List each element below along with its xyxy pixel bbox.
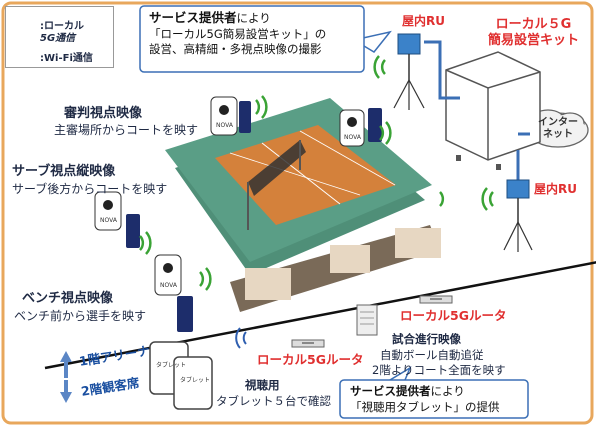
court-surface xyxy=(215,125,396,225)
up-arrow-icon xyxy=(60,351,72,378)
callout-top-text: サービス提供者により 「ローカル5G簡易設営キット」の 設営、高精細・多視点映像… xyxy=(149,10,326,58)
tracking-camera-device xyxy=(356,304,378,336)
camera-serve xyxy=(94,191,140,248)
indoor-ru-top-label: 屋内RU xyxy=(402,14,445,28)
device-label-referee: NOVA xyxy=(216,122,233,129)
indoor-ru-top-device xyxy=(393,33,425,110)
callout-bottom-text: サービス提供者により 「視聴用タブレット」の提供 xyxy=(350,384,500,415)
volleyball-net xyxy=(248,140,306,196)
device-label-right: NOVA xyxy=(344,134,361,141)
legend-5g-label-2: 5G通信 xyxy=(40,33,76,44)
internet-label: インター ネット xyxy=(538,117,578,141)
camera-right xyxy=(339,108,382,147)
internet-line1: インター xyxy=(538,117,578,128)
viewing-sub: タブレット５台で確認 xyxy=(216,394,331,408)
tablet-label-2: タブレット xyxy=(180,377,211,384)
callout-top-provider: サービス提供者 xyxy=(149,10,237,25)
floor-arrows xyxy=(60,351,72,403)
legend-5g-label-1: :ローカル xyxy=(40,21,84,32)
serve-view-sub: サーブ後方からコートを映す xyxy=(12,182,168,196)
router-right-device xyxy=(419,295,453,304)
device-label-bench: NOVA xyxy=(160,282,177,289)
kit-title: ローカル５G 簡易設営キット xyxy=(488,17,579,50)
router-left-label: ローカル5Gルータ xyxy=(257,352,364,367)
bench-strip xyxy=(230,225,441,312)
viewing-title: 視聴用 xyxy=(245,378,280,392)
callout-bottom-box xyxy=(339,379,529,419)
legend-wifi-label: :Wi-Fi通信 xyxy=(40,53,93,64)
cable-top-ru xyxy=(424,40,460,100)
down-arrow-icon xyxy=(60,380,72,403)
players-group-left xyxy=(245,268,291,300)
tablet-label-1: タブレット xyxy=(156,362,187,369)
callout-top-box xyxy=(139,5,365,73)
match-view-line1: 自動ボール自動追従 xyxy=(380,348,484,362)
bench-view-sub: ベンチ前から選手を映す xyxy=(14,309,147,323)
callout-bottom-suffix: により xyxy=(430,384,465,398)
court-line-b xyxy=(299,130,396,186)
players-group-mid xyxy=(330,245,370,273)
floor-divider-line xyxy=(44,261,596,370)
camera-bench xyxy=(154,254,193,332)
router-left-device xyxy=(291,339,325,348)
court-centerline xyxy=(261,142,341,205)
match-view-line2: 2階よりコート全面を映す xyxy=(372,363,506,377)
callout-top-line3: 設営、高精細・多視点映像の撮影 xyxy=(149,42,322,57)
callout-bottom-line2: 「視聴用タブレット」の提供 xyxy=(350,399,500,414)
kit-title-line2: 簡易設営キット xyxy=(488,33,580,49)
referee-view-sub: 主審場所からコートを映す xyxy=(54,123,199,137)
referee-view-title: 審判視点映像 xyxy=(64,106,143,121)
court-line-a xyxy=(229,152,361,196)
tablet-icons xyxy=(149,341,213,410)
device-label-serve: NOVA xyxy=(100,217,117,224)
kit-title-line1: ローカル５G xyxy=(495,17,572,32)
indoor-ru-bottom-device xyxy=(503,179,533,252)
callout-bottom-provider: サービス提供者 xyxy=(350,384,431,398)
match-view-title: 試合進行映像 xyxy=(392,332,461,346)
callout-top-line2: 「ローカル5G簡易設営キット」の xyxy=(149,26,327,41)
camera-referee xyxy=(210,96,251,136)
indoor-ru-bottom-label: 屋内RU xyxy=(534,182,577,196)
players-group-right xyxy=(395,228,441,258)
bench-view-title: ベンチ視点映像 xyxy=(22,291,114,306)
serve-view-title: サーブ視点縦映像 xyxy=(12,164,116,179)
callout-top-suffix: により xyxy=(236,11,271,25)
router-right-label: ローカル5Gルータ xyxy=(400,308,507,323)
court-platform xyxy=(165,98,432,275)
internet-line2: ネット xyxy=(543,129,573,140)
local-5g-kit-box xyxy=(445,51,541,170)
legend-box: :ローカル 5G通信 :Wi-Fi通信 xyxy=(5,6,114,68)
